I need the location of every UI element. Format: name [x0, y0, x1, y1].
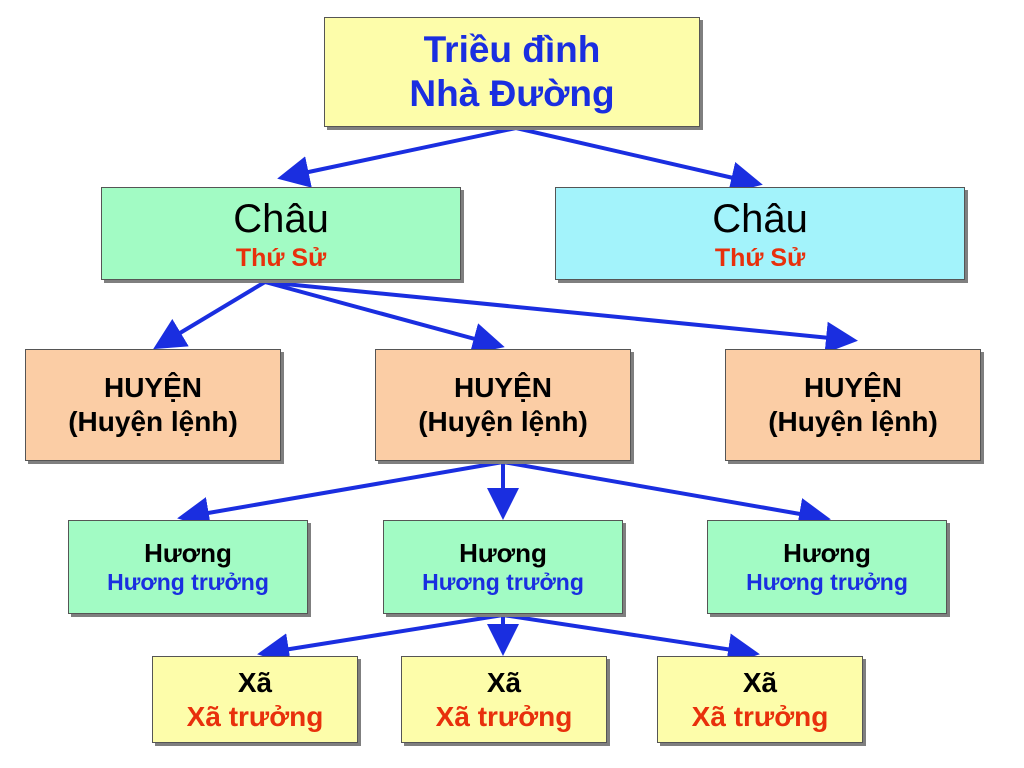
- huyen-official: (Huyện lệnh): [768, 406, 938, 437]
- node-huyen-1: HUYỆN (Huyện lệnh): [25, 349, 281, 461]
- node-huyen-2: HUYỆN (Huyện lệnh): [375, 349, 631, 461]
- chau-official: Thứ Sử: [235, 243, 327, 272]
- arrow-chau-to-huyen-3: [264, 280, 858, 354]
- huong-name: Hương: [459, 537, 547, 568]
- arrow-chau-to-huyen-2: [264, 280, 505, 355]
- root-title-line1: Triều đình: [423, 28, 601, 70]
- huyen-name: HUYỆN: [103, 372, 202, 404]
- xa-official: Xã trưởng: [435, 700, 573, 732]
- chau-name: Châu: [233, 196, 329, 241]
- arrow-huong-to-xa-3: [502, 613, 760, 666]
- arrow-root-to-chau-right: [515, 126, 763, 194]
- node-chau-left: Châu Thứ Sử: [101, 187, 461, 280]
- huong-name: Hương: [783, 537, 871, 568]
- arrow-huong-to-xa-1: [257, 613, 504, 666]
- node-trieu-dinh: Triều đình Nhà Đường: [324, 17, 700, 127]
- chau-official: Thứ Sử: [714, 243, 806, 272]
- arrow-huyen-to-huong-1: [177, 460, 504, 529]
- xa-official: Xã trưởng: [691, 700, 829, 732]
- huyen-name: HUYỆN: [453, 372, 552, 404]
- root-title-line2: Nhà Đường: [409, 73, 615, 114]
- xa-name: Xã: [486, 666, 522, 698]
- huyen-official: (Huyện lệnh): [418, 406, 588, 437]
- node-xa-2: Xã Xã trưởng: [401, 656, 607, 743]
- huyen-official: (Huyện lệnh): [68, 406, 238, 437]
- xa-name: Xã: [237, 666, 273, 698]
- node-xa-1: Xã Xã trưởng: [152, 656, 358, 743]
- xa-official: Xã trưởng: [186, 700, 324, 732]
- node-huong-1: Hương Hương trưởng: [68, 520, 308, 614]
- node-huong-2: Hương Hương trưởng: [383, 520, 623, 614]
- node-chau-right: Châu Thứ Sử: [555, 187, 965, 280]
- huyen-name: HUYỆN: [803, 372, 902, 404]
- node-xa-3: Xã Xã trưởng: [657, 656, 863, 743]
- huong-official: Hương trưởng: [107, 568, 269, 595]
- huong-name: Hương: [144, 537, 232, 568]
- xa-name: Xã: [742, 666, 778, 698]
- huong-official: Hương trưởng: [746, 568, 908, 595]
- node-huong-3: Hương Hương trưởng: [707, 520, 947, 614]
- arrow-root-to-chau-left: [277, 126, 517, 188]
- huong-official: Hương trưởng: [422, 568, 584, 595]
- chau-name: Châu: [712, 196, 808, 241]
- arrow-huyen-to-huong-3: [502, 460, 831, 530]
- arrow-chau-to-huyen-1: [153, 280, 267, 350]
- node-huyen-3: HUYỆN (Huyện lệnh): [725, 349, 981, 461]
